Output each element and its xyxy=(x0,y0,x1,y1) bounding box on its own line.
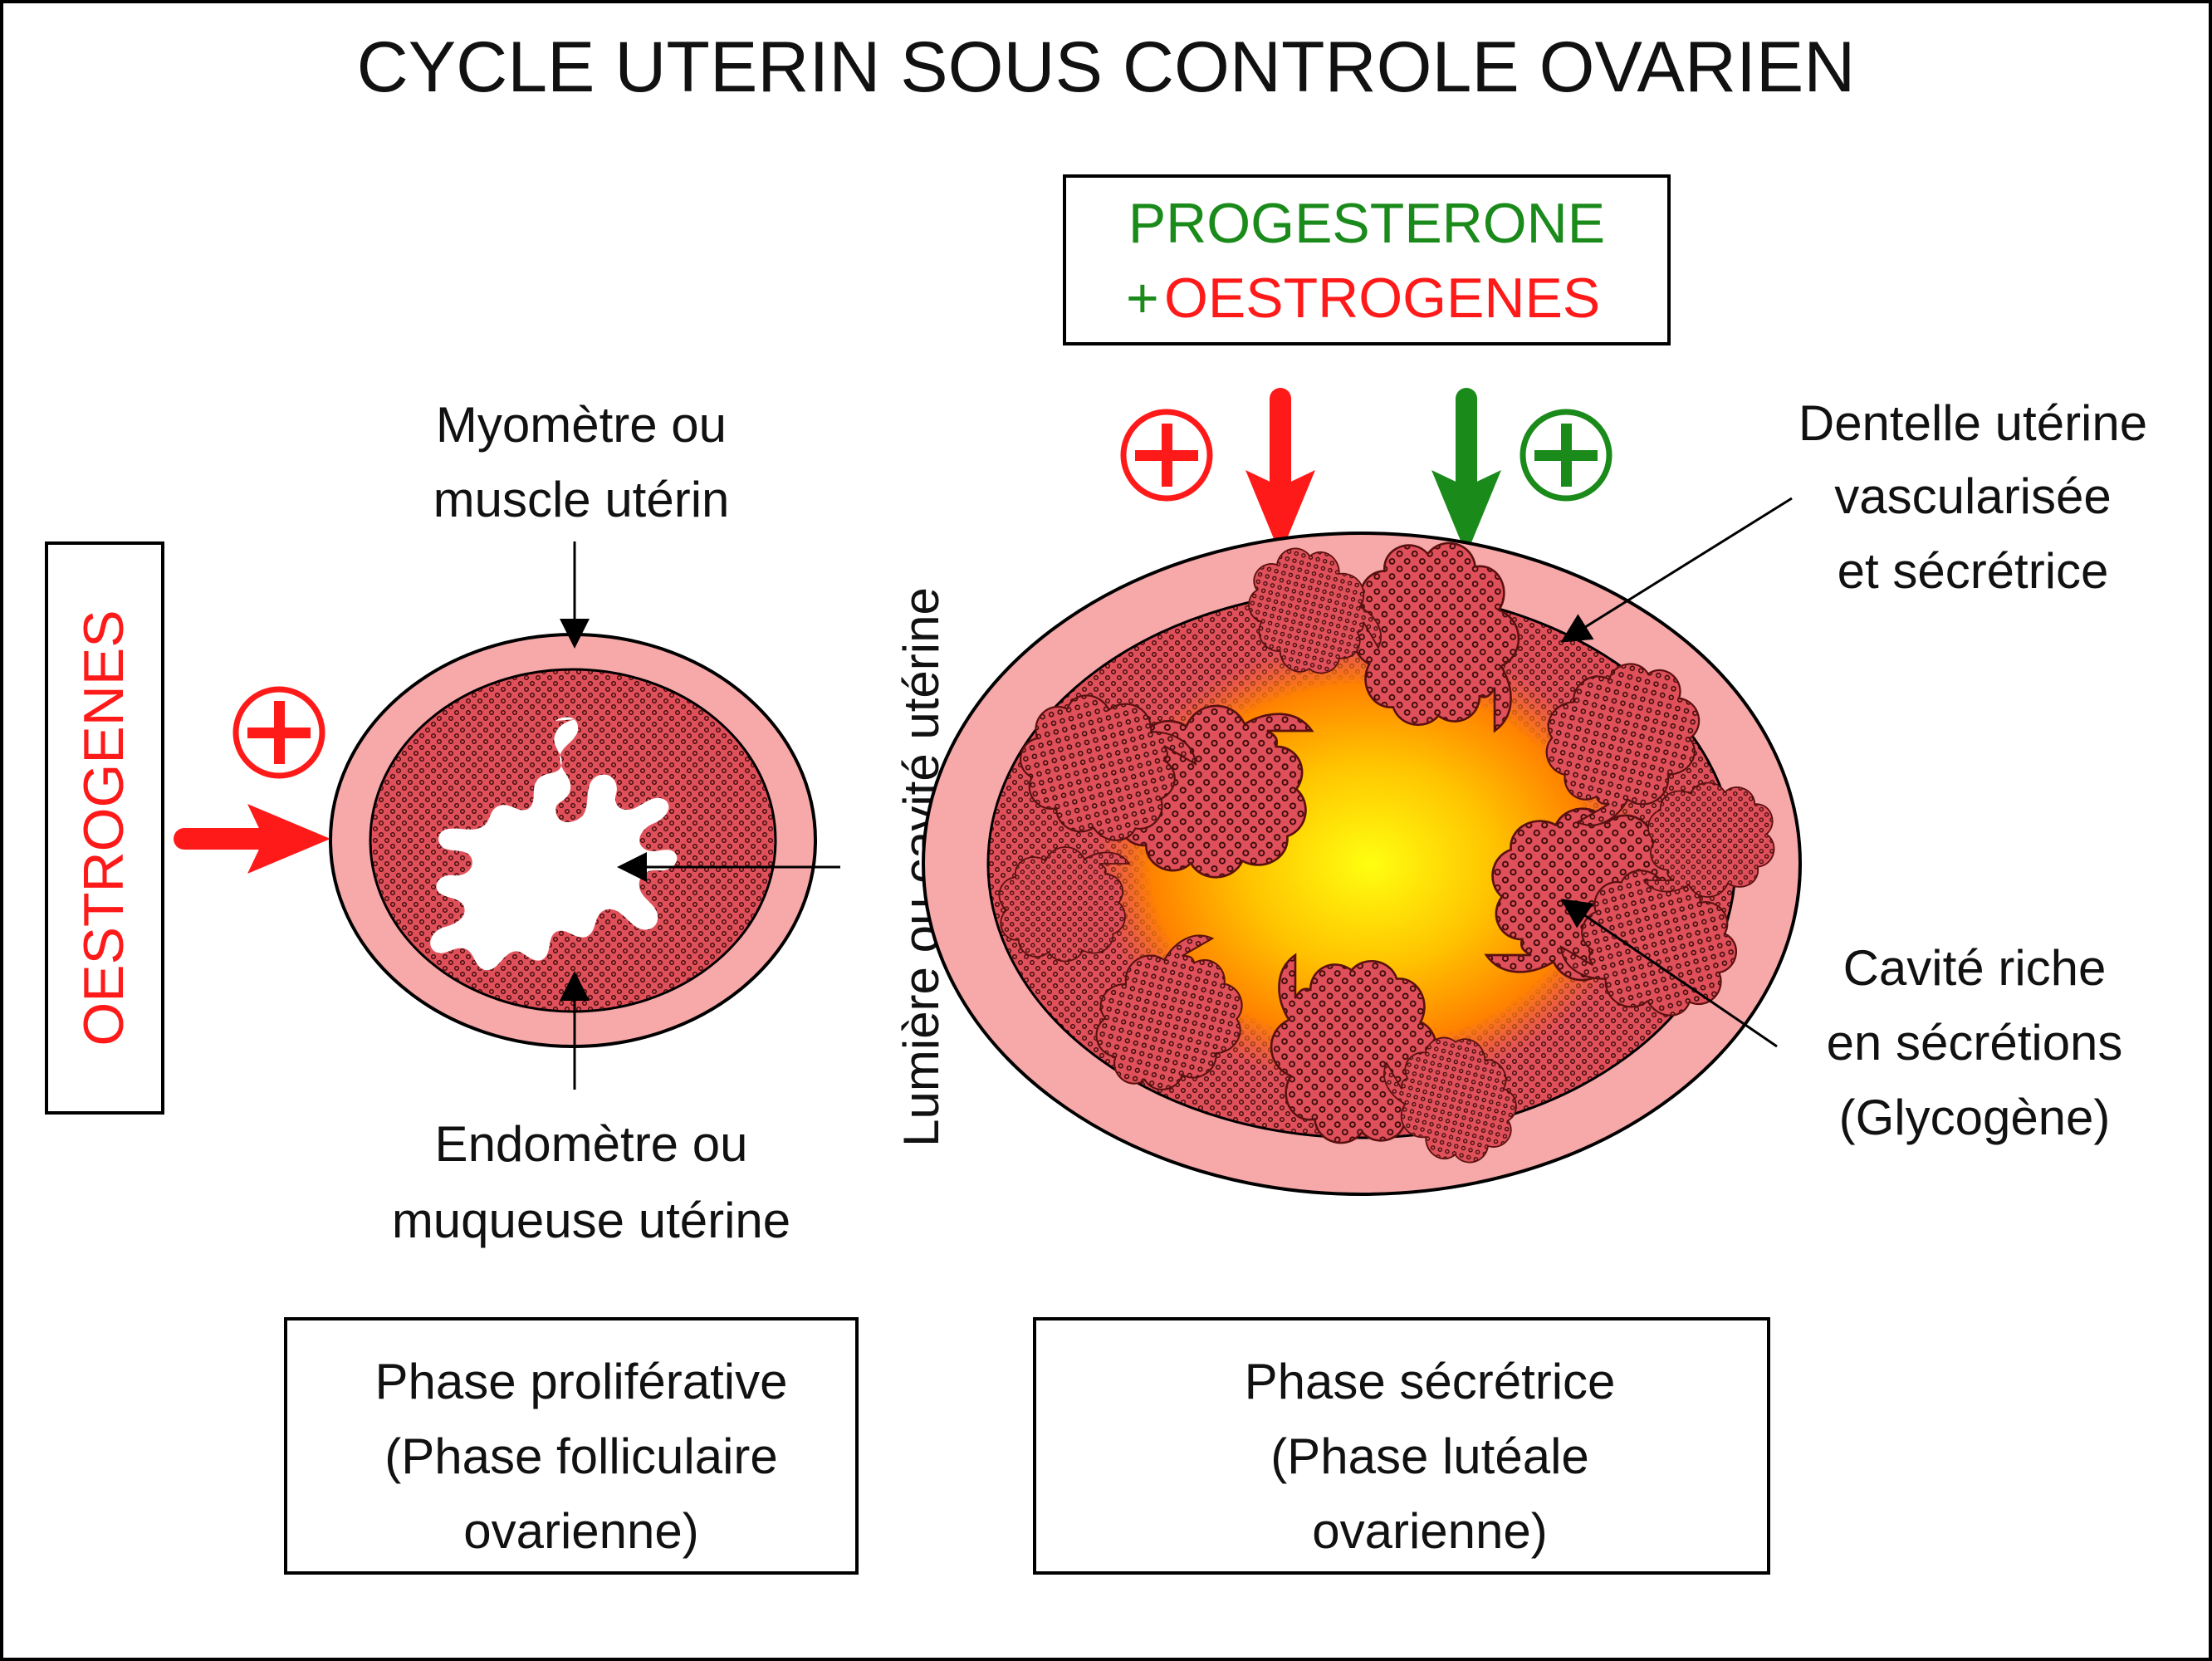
oestrogen-stimulus-arrow-right xyxy=(1245,388,1315,555)
proliferative-phase-box: Phase proliférative (Phase folliculaire … xyxy=(284,1317,859,1575)
plus-circle-red-icon xyxy=(1120,409,1213,502)
plus-circle-icon xyxy=(232,686,325,779)
cavite-pointer-arrow xyxy=(1560,899,1778,1048)
cavite-label-3: (Glycogène) xyxy=(1839,1090,2111,1145)
progesterone-stimulus-arrow xyxy=(1431,388,1501,555)
secretory-uterus-section xyxy=(922,526,1802,1196)
dentelle-label-1: Dentelle utérine xyxy=(1798,395,2147,451)
endometre-label-2: muqueuse utérine xyxy=(392,1193,790,1248)
proliferative-phase-line2: (Phase folliculaire xyxy=(384,1428,778,1484)
plus-circle-green-icon xyxy=(1520,409,1613,502)
myometre-label-2: muscle utérin xyxy=(433,472,730,527)
dentelle-label-2: vascularisée xyxy=(1834,468,2112,524)
uterine-lumen-small xyxy=(430,717,678,971)
myometre-label-1: Myomètre ou xyxy=(436,397,727,453)
oestrogenes-right-label: OESTROGENES xyxy=(1164,267,1600,330)
progesterone-label: PROGESTERONE xyxy=(1128,192,1605,255)
plus-sign-label: + xyxy=(1126,267,1159,330)
cavite-label-1: Cavité riche xyxy=(1843,940,2107,996)
oestrogenes-left-label: OESTROGENES xyxy=(72,610,135,1046)
endometre-label-1: Endomètre ou xyxy=(435,1116,748,1172)
proliferative-uterus-section xyxy=(329,633,817,1048)
secretory-phase-line2: (Phase lutéale xyxy=(1270,1428,1589,1484)
oestrogen-stimulus-arrow-left xyxy=(174,804,330,874)
secretory-phase-line1: Phase sécrétrice xyxy=(1245,1354,1616,1409)
proliferative-phase-line1: Phase proliférative xyxy=(375,1354,788,1409)
cavite-label-2: en sécrétions xyxy=(1827,1015,2123,1071)
page-title: CYCLE UTERIN SOUS CONTROLE OVARIEN xyxy=(357,27,1856,107)
proliferative-phase-line3: ovarienne) xyxy=(463,1503,699,1559)
progesterone-oestrogenes-box: PROGESTERONE + OESTROGENES xyxy=(1063,174,1671,345)
dentelle-label-3: et sécrétrice xyxy=(1838,543,2109,599)
dentelle-pointer-arrow xyxy=(1560,497,1793,643)
secretory-phase-box: Phase sécrétrice (Phase lutéale ovarienn… xyxy=(1033,1317,1770,1575)
oestrogenes-left-box: OESTROGENES xyxy=(45,541,164,1115)
secretory-phase-line3: ovarienne) xyxy=(1312,1503,1548,1559)
